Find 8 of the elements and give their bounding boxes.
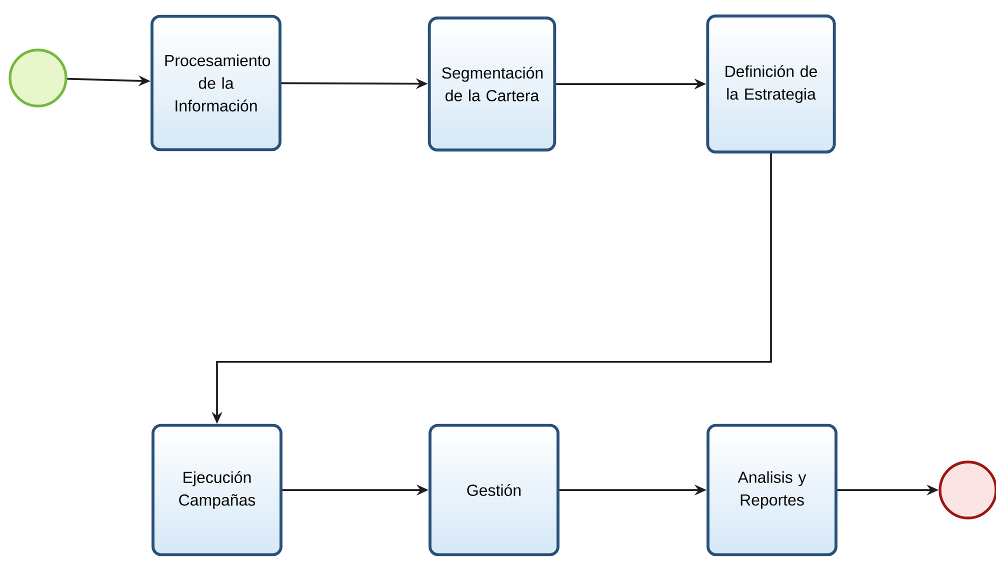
process-box: Procesamiento de la Información xyxy=(150,14,282,152)
process-box: Gestión xyxy=(428,424,560,556)
start-event-circle xyxy=(8,48,68,108)
end-event-circle xyxy=(938,460,996,520)
process-box: Analisis y Reportes xyxy=(706,424,838,556)
process-box: Definición de la Estrategia xyxy=(706,14,836,154)
process-box: Ejecución Campañas xyxy=(152,424,282,556)
process-box: Segmentación de la Cartera xyxy=(428,16,556,152)
